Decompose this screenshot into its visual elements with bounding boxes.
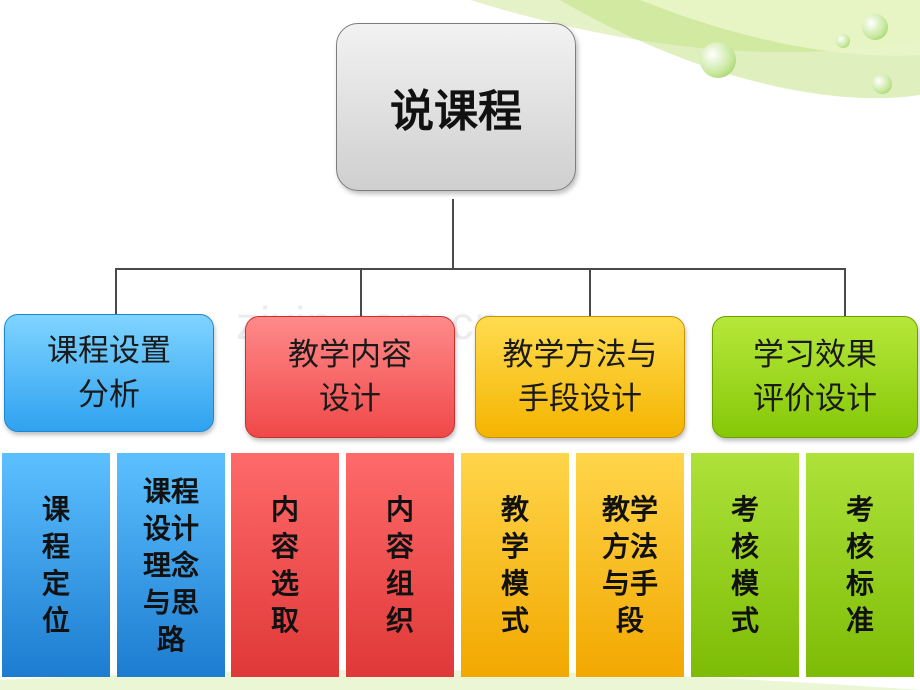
leaf-node: 内 容 选 取 <box>231 453 339 677</box>
water-drop-icon <box>862 14 888 40</box>
connector-branch-2 <box>360 268 362 316</box>
leaf-label: 教学 方法 与手 段 <box>601 493 658 637</box>
water-drop-icon <box>700 42 736 78</box>
leaf-label: 考 核 模 式 <box>730 493 759 637</box>
connector-branch-4 <box>844 268 846 316</box>
water-drop-icon <box>836 34 850 48</box>
category-evaluation: 学习效果 评价设计 <box>712 316 918 438</box>
connector-branch-1 <box>115 268 117 316</box>
leaf-label: 课 程 定 位 <box>41 493 70 637</box>
leaf-label: 内 容 选 取 <box>270 493 299 637</box>
leaf-node: 课 程 定 位 <box>2 453 110 677</box>
leaf-node: 教学 方法 与手 段 <box>576 453 684 677</box>
leaf-label: 教 学 模 式 <box>500 493 529 637</box>
connector-root-stem <box>452 199 454 269</box>
leaf-label: 考 核 标 准 <box>845 493 874 637</box>
leaf-label: 课程 设计 理念 与思 路 <box>142 474 199 656</box>
category-teaching-method: 教学方法与 手段设计 <box>475 316 685 438</box>
leaf-node: 内 容 组 织 <box>346 453 454 677</box>
root-node: 说课程 <box>336 23 576 191</box>
leaf-node: 课程 设计 理念 与思 路 <box>117 453 225 677</box>
leaf-label: 内 容 组 织 <box>385 493 414 637</box>
connector-branch-3 <box>589 268 591 316</box>
leaf-node: 教 学 模 式 <box>461 453 569 677</box>
category-teaching-content: 教学内容 设计 <box>245 316 455 438</box>
water-drop-icon <box>872 74 892 94</box>
leaf-node: 考 核 模 式 <box>691 453 799 677</box>
connector-horizontal-bar <box>115 268 845 270</box>
root-label: 说课程 <box>390 86 522 137</box>
leaf-node: 考 核 标 准 <box>806 453 914 677</box>
category-course-setting: 课程设置 分析 <box>4 314 214 432</box>
